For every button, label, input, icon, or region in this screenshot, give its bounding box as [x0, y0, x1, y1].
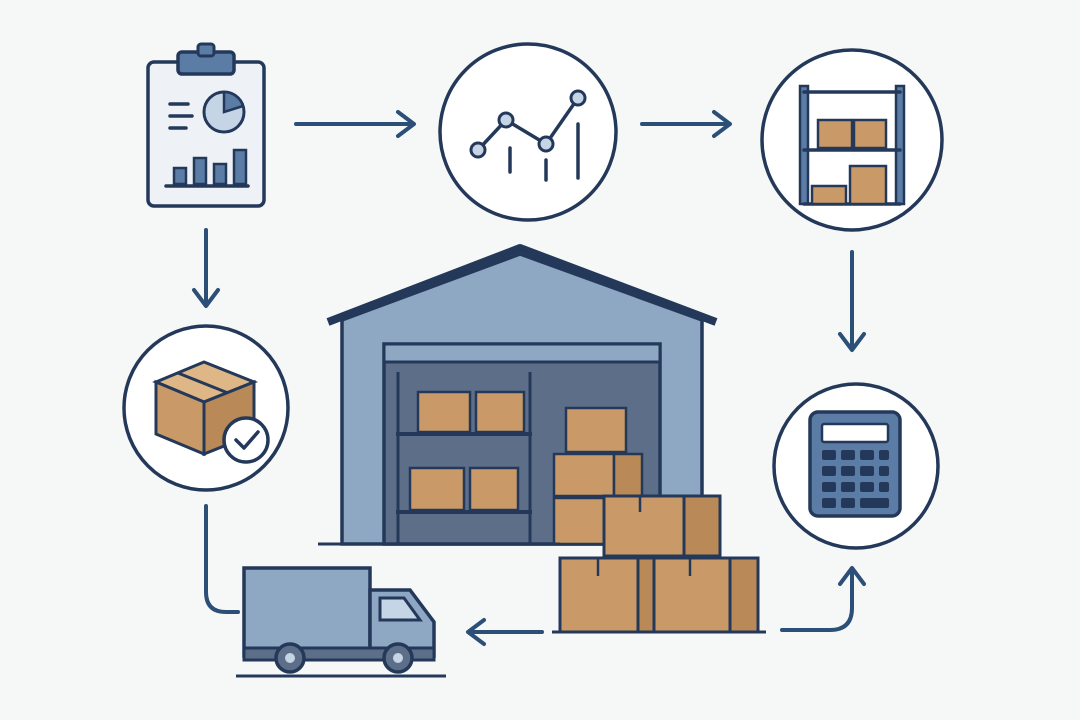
- calculator-icon: [808, 410, 902, 518]
- box-checkmark-icon: [152, 360, 270, 464]
- edge-receiving-shipping: [204, 504, 240, 614]
- checkmark-badge: [222, 416, 270, 464]
- node-shipping: [236, 566, 446, 678]
- box-pile: [552, 494, 766, 634]
- clipboard-chart-icon: [146, 42, 266, 208]
- shelving-icon: [798, 84, 906, 206]
- node-storage: [760, 48, 944, 232]
- warehouse-icon: [318, 244, 718, 546]
- node-receiving: [122, 324, 290, 492]
- edge-planning-analytics: [294, 110, 416, 138]
- node-analytics: [438, 42, 618, 222]
- node-warehouse: [318, 244, 766, 634]
- node-costing: [772, 382, 940, 550]
- edge-planning-receiving: [192, 228, 220, 308]
- edge-warehouse-costing: [780, 566, 866, 632]
- edge-warehouse-shipping: [466, 618, 544, 646]
- delivery-truck-icon: [236, 566, 446, 678]
- edge-analytics-storage: [640, 110, 732, 138]
- line-chart-icon: [469, 89, 587, 182]
- node-planning: [146, 42, 266, 208]
- edge-storage-costing: [838, 250, 866, 352]
